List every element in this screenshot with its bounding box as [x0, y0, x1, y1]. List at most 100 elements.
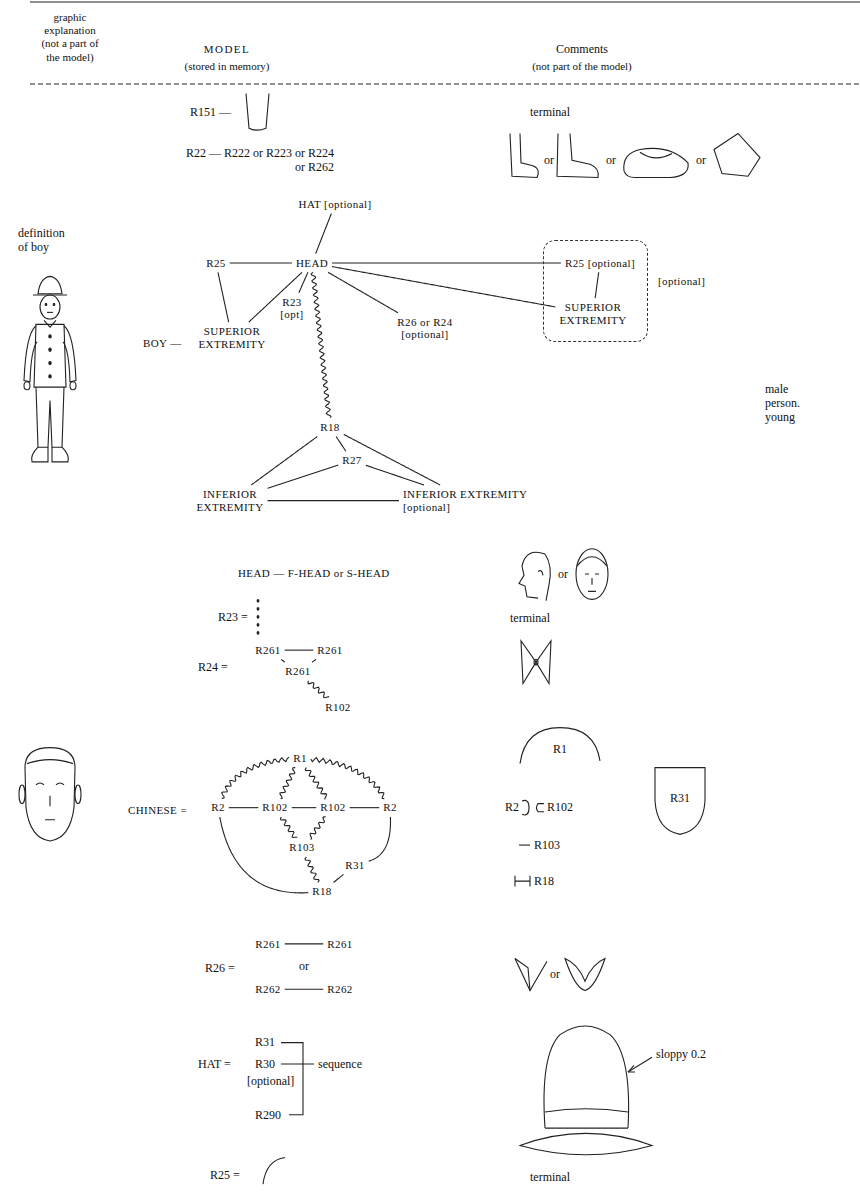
shoe-drawing — [640, 152, 672, 158]
wing-drawing — [515, 959, 605, 991]
boy-figure — [49, 348, 51, 351]
graph-node: INFERIOR EXTREMITY [optional] — [401, 487, 539, 514]
part-callout: R103 — [534, 838, 560, 852]
rule-name: R23 = — [218, 610, 248, 624]
wavy-connector — [310, 817, 326, 840]
graph-node: R262 — [253, 982, 282, 997]
comment-text: or — [550, 967, 560, 981]
column-heading: (stored in memory) — [185, 60, 270, 73]
sequence-item: [optional] — [247, 1074, 294, 1088]
connector-line — [332, 267, 555, 307]
boy-figure — [24, 326, 37, 382]
boy-figure — [44, 320, 56, 327]
rule-name: HAT = — [198, 1057, 231, 1071]
head-drawing — [519, 549, 608, 601]
comment-text: terminal — [510, 611, 550, 625]
node-label: HAT [optional] — [297, 197, 374, 212]
graph-node: HEAD — [294, 256, 330, 271]
boy-figure — [47, 312, 53, 313]
chinese-face-drawing — [45, 796, 55, 820]
comment-text: male person. young — [765, 382, 809, 425]
graph-node: R102 — [323, 700, 352, 715]
connector-line — [230, 262, 292, 263]
rule-text: or — [299, 959, 309, 973]
graph-node: R27 — [340, 453, 364, 468]
connector-line — [292, 807, 317, 808]
connector-line — [220, 817, 308, 893]
connector-line — [229, 807, 258, 808]
graph-node: R2 — [381, 800, 399, 815]
dotted-line-symbol — [257, 599, 260, 603]
connector-line — [251, 437, 317, 485]
connector-line — [285, 943, 324, 944]
graph-node: SUPERIOR EXTREMITY — [557, 300, 628, 327]
comment-text: terminal — [530, 105, 570, 119]
node-label: R261 — [253, 937, 282, 952]
chinese-face-drawing — [19, 748, 81, 841]
sequence-bracket — [281, 1063, 314, 1064]
column-heading: graphic explanation (not a part of the m… — [39, 11, 101, 64]
shoe-drawing — [510, 134, 760, 178]
graph-node: R23 [opt] — [278, 295, 305, 322]
connector-line — [285, 650, 314, 651]
boy-figure — [36, 387, 64, 447]
connector-line — [332, 262, 561, 263]
node-label: R18 — [318, 420, 342, 435]
connector-line — [281, 659, 285, 662]
graph-node: R2 — [209, 800, 227, 815]
boy-figure — [38, 276, 62, 293]
sequence-label: sequence — [318, 1057, 362, 1071]
boy-figure — [63, 326, 76, 382]
boy-figure — [45, 303, 47, 305]
rule-name: R24 = — [198, 660, 228, 674]
comment-text: terminal — [530, 1170, 570, 1184]
face-part-symbol — [537, 804, 545, 812]
hat-drawing — [520, 1026, 652, 1155]
graph-node: R261 — [253, 643, 282, 658]
arc-symbol — [263, 1157, 285, 1184]
sequence-item: R30 — [255, 1057, 275, 1071]
graph-node: R102 — [260, 800, 289, 815]
boy-figure — [40, 295, 60, 319]
comment-text: or — [558, 567, 568, 581]
connector-line — [369, 817, 391, 861]
node-label: R31 — [343, 858, 367, 873]
wavy-connector — [305, 768, 326, 800]
face-part-symbol — [515, 728, 705, 887]
boy-figure — [34, 324, 66, 387]
boy-figure — [52, 447, 68, 462]
arc-symbol — [263, 1157, 285, 1184]
shoe-drawing — [510, 134, 538, 178]
comment-text: or — [606, 153, 616, 167]
connector-line — [312, 659, 316, 662]
part-callout: R2 — [505, 800, 519, 814]
connector-line — [595, 272, 599, 298]
head-drawing — [576, 549, 608, 600]
rule-name: BOY — — [143, 337, 182, 350]
wavy-connector — [308, 681, 329, 698]
graph-node: HAT [optional] — [297, 197, 374, 212]
graph-node: R26 or R24 [optional] — [386, 315, 465, 342]
graph-node: R18 — [318, 420, 342, 435]
wavy-connector — [222, 757, 289, 798]
connector-line — [328, 272, 398, 312]
rule-name: R25 = — [210, 1168, 240, 1182]
boy-figure — [49, 362, 51, 365]
boy-figure — [70, 382, 76, 390]
part-callout: R18 — [534, 874, 554, 888]
face-part-symbol — [520, 728, 600, 764]
chinese-face-drawing — [25, 748, 75, 841]
node-label: R1 — [291, 751, 309, 766]
node-label: R102 — [318, 800, 347, 815]
node-label: R261 — [253, 643, 282, 658]
dotted-line-symbol — [257, 607, 260, 611]
head-drawing — [545, 554, 550, 601]
graph-node: R261 — [253, 937, 282, 952]
wavy-connector — [311, 758, 384, 799]
boy-figure — [24, 382, 30, 390]
header-rule — [30, 83, 860, 84]
